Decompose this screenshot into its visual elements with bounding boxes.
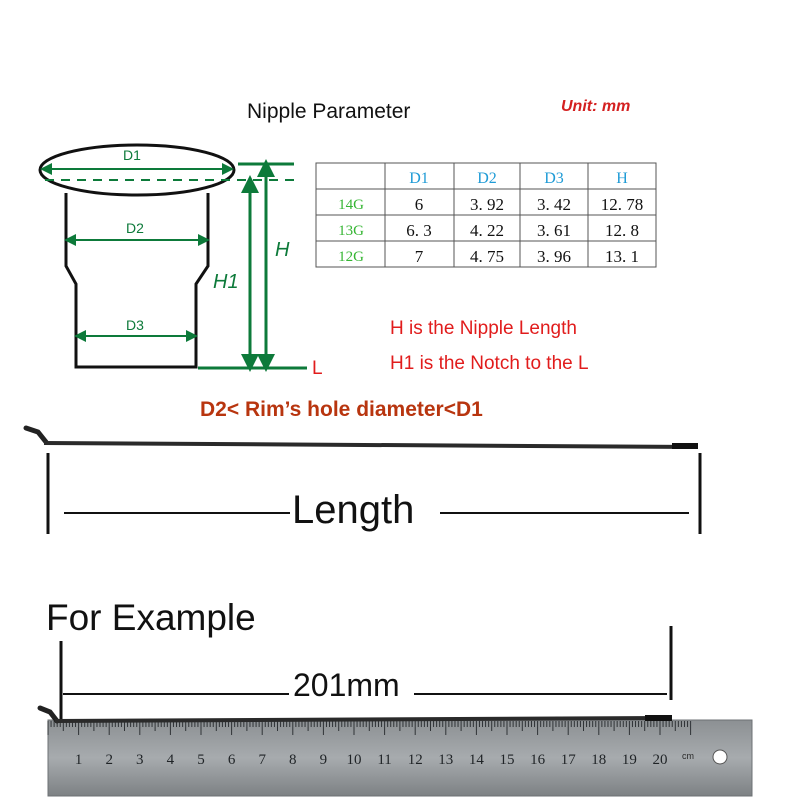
cell-12g-d3: 3. 96 bbox=[537, 247, 571, 266]
cell-14g-d2: 3. 92 bbox=[470, 195, 504, 214]
ruler-number: 2 bbox=[105, 752, 113, 768]
label-d3: D3 bbox=[126, 317, 144, 333]
ruler-number: 17 bbox=[561, 752, 577, 768]
cell-12g-d2: 4. 75 bbox=[470, 247, 504, 266]
cell-13g-d1: 6. 3 bbox=[406, 221, 432, 240]
ruler-number: 11 bbox=[377, 752, 391, 768]
unit-label: Unit: mm bbox=[561, 98, 631, 115]
rim-hole-condition: D2< Rim’s hole diameter<D1 bbox=[200, 398, 483, 421]
label-l: L bbox=[312, 358, 323, 379]
example-title: For Example bbox=[46, 597, 256, 638]
label-d1: D1 bbox=[123, 147, 141, 163]
label-h: H bbox=[275, 239, 290, 261]
ruler-number: 8 bbox=[289, 752, 297, 768]
ruler-number: 20 bbox=[653, 752, 668, 768]
gauge-13g: 13G bbox=[338, 223, 364, 239]
header-d1: D1 bbox=[409, 170, 429, 187]
ruler-number: 14 bbox=[469, 752, 485, 768]
page-title: Nipple Parameter bbox=[247, 100, 411, 123]
ruler-number: 18 bbox=[591, 752, 606, 768]
ruler-number: 15 bbox=[500, 752, 515, 768]
cell-13g-d3: 3. 61 bbox=[537, 221, 571, 240]
ruler-number: 19 bbox=[622, 752, 637, 768]
h-description: H is the Nipple Length bbox=[390, 318, 577, 339]
label-h1: H1 bbox=[213, 271, 239, 293]
label-d2: D2 bbox=[126, 220, 144, 236]
ruler-number: 7 bbox=[258, 752, 266, 768]
header-h: H bbox=[616, 170, 628, 187]
ruler-number: 3 bbox=[136, 752, 144, 768]
ruler-number: 1 bbox=[75, 752, 83, 768]
ruler-number: 5 bbox=[197, 752, 205, 768]
ruler-number: 12 bbox=[408, 752, 423, 768]
header-d3: D3 bbox=[544, 170, 564, 187]
header-d2: D2 bbox=[477, 170, 497, 187]
ruler-number: 4 bbox=[167, 752, 175, 768]
nipple-outline bbox=[38, 143, 300, 369]
cell-13g-h: 12. 8 bbox=[605, 221, 639, 240]
spoke-example bbox=[37, 705, 673, 724]
spoke-top bbox=[23, 425, 699, 449]
cell-13g-d2: 4. 22 bbox=[470, 221, 504, 240]
parameter-table: D1 D2 D3 H 14G 6 3. 92 3. 42 12. 78 13G … bbox=[315, 162, 657, 268]
cell-14g-d3: 3. 42 bbox=[537, 195, 571, 214]
h1-description: H1 is the Notch to the L bbox=[390, 353, 589, 374]
ruler-unit: cm bbox=[682, 751, 694, 761]
cell-12g-h: 13. 1 bbox=[605, 247, 639, 266]
ruler-number: 10 bbox=[347, 752, 362, 768]
cell-12g-d1: 7 bbox=[415, 247, 424, 266]
cell-14g-d1: 6 bbox=[415, 195, 424, 214]
ruler-number: 13 bbox=[438, 752, 453, 768]
length-label: Length bbox=[292, 488, 415, 532]
ruler-ticks bbox=[47, 721, 692, 735]
ruler-number: 16 bbox=[530, 752, 546, 768]
gauge-12g: 12G bbox=[338, 249, 364, 265]
ruler-number: 6 bbox=[228, 752, 236, 768]
gauge-14g: 14G bbox=[338, 197, 364, 213]
ruler-number: 9 bbox=[320, 752, 328, 768]
ruler-hole bbox=[712, 749, 728, 765]
example-measure-label: 201mm bbox=[293, 667, 400, 703]
cell-14g-h: 12. 78 bbox=[601, 195, 644, 214]
